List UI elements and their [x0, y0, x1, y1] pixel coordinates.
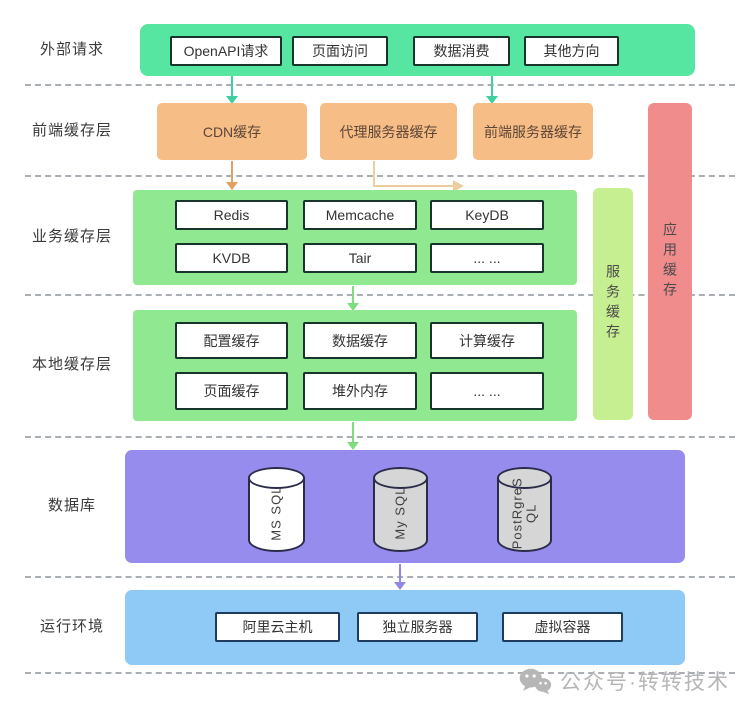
node-ellipsis: ... ... — [430, 243, 544, 273]
flow-arrow-down — [226, 76, 238, 104]
node-virtual-container: 虚拟容器 — [502, 612, 623, 642]
node-page-cache: 页面缓存 — [175, 372, 288, 410]
flow-arrow-down — [226, 161, 238, 190]
cylinder-top — [497, 467, 552, 489]
business-cache-band: Redis Memcache KeyDB KVDB Tair ... ... — [133, 190, 577, 285]
node-data-consume: 数据消费 — [413, 36, 510, 66]
node-offheap-mem: 堆外内存 — [303, 372, 417, 410]
flow-elbow-arrow — [373, 161, 375, 187]
application-cache-band: 应用缓存 — [648, 103, 692, 420]
watermark-text: 公众号·转转技术 — [560, 671, 730, 694]
node-ellipsis: ... ... — [430, 372, 544, 410]
row-label-database: 数据库 — [47, 497, 96, 514]
node-aliyun-host: 阿里云主机 — [215, 612, 340, 642]
flow-arrow-down — [486, 76, 498, 104]
node-memcache: Memcache — [303, 200, 417, 230]
service-cache-label: 服务缓存 — [605, 264, 621, 344]
layer-divider — [25, 436, 735, 438]
layer-divider — [25, 84, 735, 86]
flow-elbow-arrow — [373, 185, 453, 187]
node-page-visit: 页面访问 — [292, 36, 388, 66]
node-cdn-cache: CDN缓存 — [157, 103, 307, 160]
cylinder-postgresql: PostRgreS QL — [497, 467, 552, 552]
layer-divider — [25, 294, 735, 296]
watermark: 公众号·转转技术 — [518, 666, 730, 696]
layer-divider — [25, 576, 735, 578]
node-front-server-cache: 前端服务器缓存 — [473, 103, 593, 160]
node-redis: Redis — [175, 200, 288, 230]
row-label-external: 外部请求 — [39, 41, 104, 58]
flow-arrow-down — [347, 422, 359, 450]
runtime-band: 阿里云主机 独立服务器 虚拟容器 — [125, 590, 685, 665]
layer-divider — [25, 672, 735, 674]
row-label-business: 业务缓存层 — [31, 228, 112, 245]
node-other-direction: 其他方向 — [524, 36, 619, 66]
local-cache-band: 配置缓存 数据缓存 计算缓存 页面缓存 堆外内存 ... ... — [133, 310, 577, 421]
row-label-frontend: 前端缓存层 — [31, 122, 112, 139]
layer-divider — [25, 175, 735, 177]
node-openapi-request: OpenAPI请求 — [170, 36, 282, 66]
external-requests-band: OpenAPI请求 页面访问 数据消费 其他方向 — [140, 24, 695, 76]
row-label-runtime: 运行环境 — [39, 618, 104, 635]
cylinder-mssql: MS SQL — [248, 467, 305, 552]
node-data-cache: 数据缓存 — [303, 322, 417, 359]
cylinder-mssql-label: MS SQL — [268, 485, 284, 542]
cylinder-body — [497, 478, 552, 552]
database-band: MS SQL My SQL PostRgreS QL — [125, 450, 685, 563]
cylinder-postgresql-label: PostRgreS QL — [509, 477, 539, 550]
cylinder-body — [248, 478, 305, 552]
service-cache-band: 服务缓存 — [593, 188, 633, 420]
cylinder-mysql: My SQL — [373, 467, 428, 552]
node-compute-cache: 计算缓存 — [430, 322, 544, 359]
node-config-cache: 配置缓存 — [175, 322, 288, 359]
flow-arrow-down — [347, 286, 359, 311]
node-proxy-server-cache: 代理服务器缓存 — [320, 103, 457, 160]
node-kvdb: KVDB — [175, 243, 288, 273]
node-dedicated-server: 独立服务器 — [357, 612, 478, 642]
cylinder-top — [373, 467, 428, 489]
node-keydb: KeyDB — [430, 200, 544, 230]
cylinder-top — [248, 467, 305, 489]
node-tair: Tair — [303, 243, 417, 273]
row-label-local: 本地缓存层 — [31, 356, 112, 373]
application-cache-label: 应用缓存 — [662, 221, 678, 302]
cylinder-mysql-label: My SQL — [392, 487, 408, 540]
cylinder-body — [373, 478, 428, 552]
flow-elbow-arrowhead — [453, 180, 464, 192]
flow-arrow-down — [394, 564, 406, 590]
wechat-icon — [519, 668, 552, 694]
